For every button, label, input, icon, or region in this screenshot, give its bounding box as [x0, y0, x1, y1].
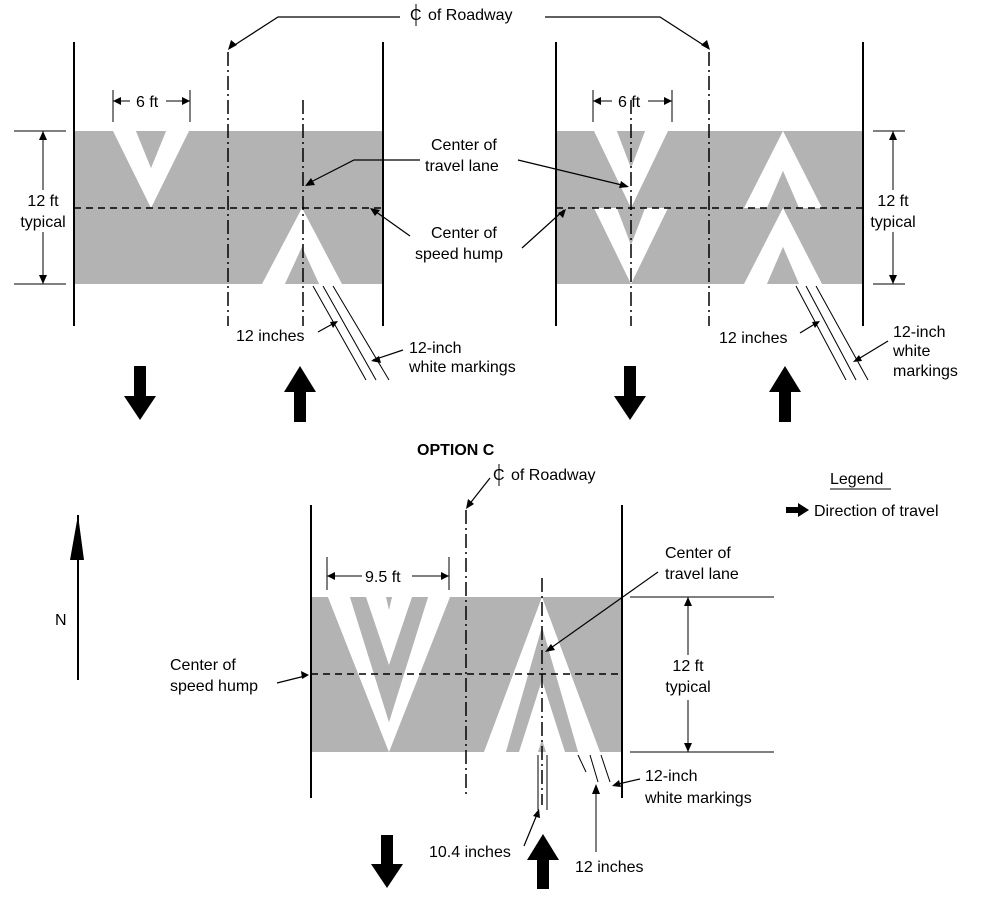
top-roadway-centerline-callout: C of Roadway [228, 4, 710, 50]
chevron-marking [594, 131, 668, 208]
gap-label: 12 inches [236, 328, 305, 345]
chevron-marking [744, 131, 822, 208]
height-dimension-label: 12 ft [27, 193, 59, 210]
height-dimension-sublabel: typical [665, 679, 710, 696]
marking-label-line2: white markings [644, 790, 752, 807]
lane-center-label: Center of [431, 137, 497, 154]
marking-label: 12-inch [409, 340, 461, 357]
legend-item-label: Direction of travel [814, 503, 939, 520]
lane-center-label: Center of [665, 545, 731, 562]
direction-arrow-down [371, 835, 403, 888]
marking-label-line3: markings [893, 363, 958, 380]
option-c-diagram: OPTION C C of Roadway [170, 442, 774, 889]
width-dimension-label: 6 ft [618, 94, 641, 111]
north-arrow: N [55, 515, 84, 680]
height-dimension-label: 12 ft [877, 193, 909, 210]
gap-label: 12 inches [719, 330, 788, 347]
marking-label-line2: white [892, 343, 930, 360]
roadway-centerline-label: of Roadway [428, 7, 513, 24]
legend-title: Legend [830, 471, 883, 488]
direction-arrow-up [284, 366, 316, 422]
direction-arrow-down [614, 366, 646, 420]
centerline-symbol: C [410, 4, 422, 26]
direction-arrow-up [769, 366, 801, 422]
lane-center-label-line2: travel lane [665, 566, 739, 583]
chevron-marking [113, 131, 189, 208]
lane-center-label-line2: travel lane [425, 158, 499, 175]
hump-center-label-line2: speed hump [415, 246, 503, 263]
chevron-marking [744, 208, 822, 284]
hump-center-label-line2: speed hump [170, 678, 258, 695]
roadway-centerline-label: of Roadway [511, 467, 596, 484]
option-c-title: OPTION C [417, 442, 495, 459]
width-dimension-label: 9.5 ft [365, 569, 401, 586]
top-left-hump-diagram: 6 ft 12 ft typical Center of travel lane… [14, 42, 516, 381]
offset-label: 10.4 inches [429, 844, 511, 861]
direction-arrow-up [527, 834, 559, 889]
width-dimension-label: 6 ft [136, 94, 159, 111]
marking-label: 12-inch [645, 768, 697, 785]
height-dimension-sublabel: typical [870, 214, 915, 231]
height-dimension-sublabel: typical [20, 214, 65, 231]
hump-center-label: Center of [170, 657, 236, 674]
chevron-marking [484, 597, 600, 752]
direction-arrow-down [124, 366, 156, 420]
centerline-symbol: C [493, 464, 505, 486]
hump-center-label: Center of [431, 225, 497, 242]
height-dimension-label: 12 ft [672, 658, 704, 675]
north-label: N [55, 612, 67, 629]
arrow-right-icon [786, 503, 809, 517]
legend: Legend Direction of travel [786, 471, 939, 520]
marking-label-line2: white markings [408, 359, 516, 376]
gap-label: 12 inches [575, 859, 644, 876]
chevron-marking [262, 208, 342, 284]
top-right-hump-diagram: 6 ft 12 ft typical 12 inches 12-inch whi… [517, 42, 958, 381]
chevron-marking [328, 597, 450, 752]
marking-label: 12-inch [893, 324, 945, 341]
